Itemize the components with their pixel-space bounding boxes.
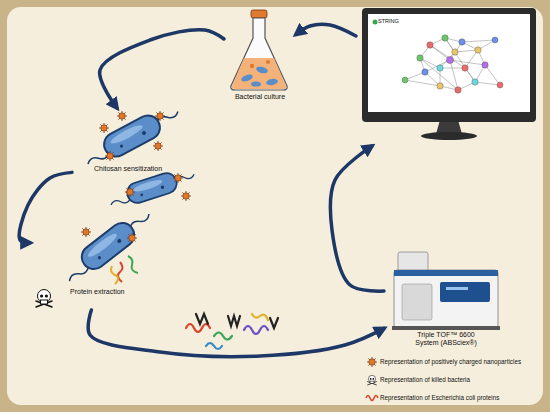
legend-row: Representation of Escherichia coli prote…: [365, 389, 547, 407]
node-label: Bacterial culture: [224, 93, 296, 101]
node-label: STRING: [378, 18, 418, 24]
node-label: Chitosan sensitization: [94, 165, 194, 173]
flask: [231, 10, 287, 90]
node-label: Triple TOF™ 6600 System (ABSciex®): [410, 331, 482, 347]
lysed-bacterium: [36, 205, 156, 307]
legend-text: Representation of positively charged nan…: [380, 355, 521, 369]
stage-node: Bacterial culture: [224, 6, 296, 106]
legend-text: Representation of killed bacteria: [380, 373, 470, 387]
node-label: Protein extraction: [70, 288, 155, 296]
stage-node: STRING: [356, 4, 542, 146]
legend-text: Representation of Escherichia coli prote…: [380, 391, 499, 405]
legend: Representation of positively charged nan…: [365, 353, 547, 407]
cycle-arrow: [88, 310, 384, 357]
cycle-arrow: [100, 30, 224, 108]
cycle-arrow: [19, 172, 72, 242]
bacteria-nanoparticles: [80, 101, 197, 211]
legend-row: Representation of positively charged nan…: [365, 353, 547, 371]
stage-node: Triple TOF™ 6600 System (ABSciex®): [384, 250, 508, 354]
legend-icons: [366, 357, 378, 401]
cycle-arrow: [330, 146, 384, 291]
mass-spectrometer: [392, 252, 500, 330]
stage-node: Protein extraction: [30, 212, 158, 310]
legend-row: Representation of killed bacteria: [365, 371, 547, 389]
computer-monitor: [362, 8, 536, 140]
proteins: [186, 314, 278, 349]
stage-node: Chitosan sensitization: [72, 108, 204, 203]
cycle-arrow: [296, 24, 356, 36]
